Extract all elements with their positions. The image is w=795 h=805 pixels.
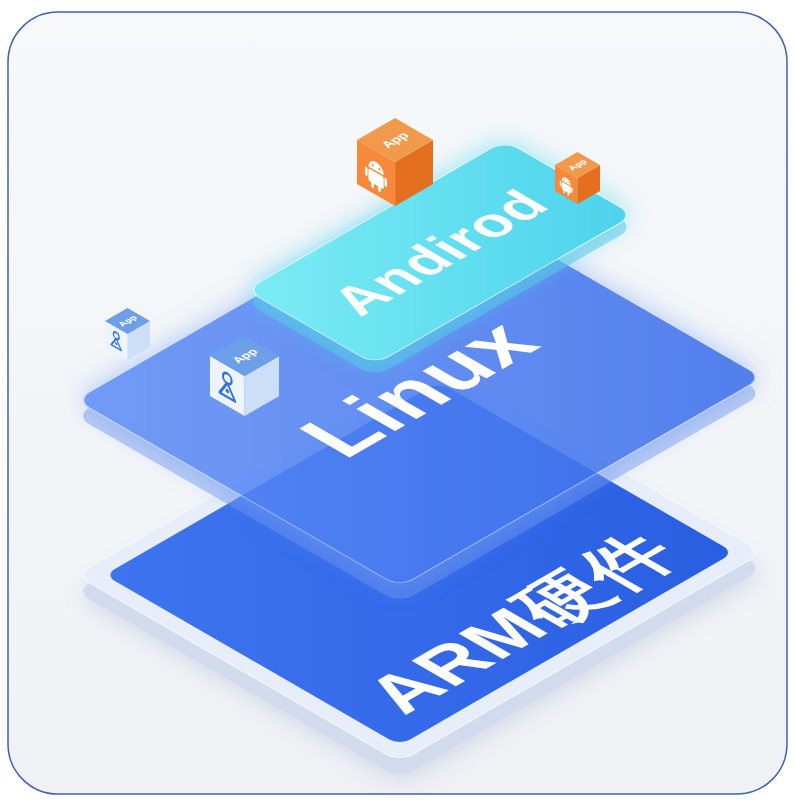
cube-shape: [357, 118, 433, 206]
penguin-body: [220, 379, 236, 402]
cube-top-face: [105, 308, 150, 334]
cube-icon: [111, 329, 121, 350]
cube-shape: [210, 336, 279, 416]
android-eye: [568, 181, 569, 183]
app-cube: App: [105, 308, 150, 360]
cube-top-face: [555, 152, 600, 178]
android-eye: [372, 164, 374, 168]
android-leg: [567, 192, 569, 196]
android-leg: [563, 189, 565, 193]
cube-icon: [560, 174, 573, 198]
app-cube: App: [555, 152, 600, 204]
android-eye: [378, 167, 380, 171]
penguin-belly: [226, 388, 229, 394]
android-arm: [560, 180, 561, 186]
android-arm: [571, 187, 572, 193]
cube-top-face: [357, 118, 433, 162]
frame-outline: [8, 12, 787, 794]
app-cube: App: [210, 336, 279, 416]
penguin-body: [111, 336, 121, 351]
android-body: [368, 168, 383, 189]
penguin-belly: [115, 342, 117, 346]
cube-icon: [220, 369, 236, 402]
app-cube: App: [357, 118, 433, 206]
android-body: [562, 182, 571, 195]
android-arm: [365, 166, 367, 176]
android-leg: [371, 181, 374, 189]
android-arm: [385, 177, 387, 187]
android-eye: [564, 179, 565, 181]
android-leg: [378, 185, 381, 193]
cube-icon: [365, 156, 387, 197]
